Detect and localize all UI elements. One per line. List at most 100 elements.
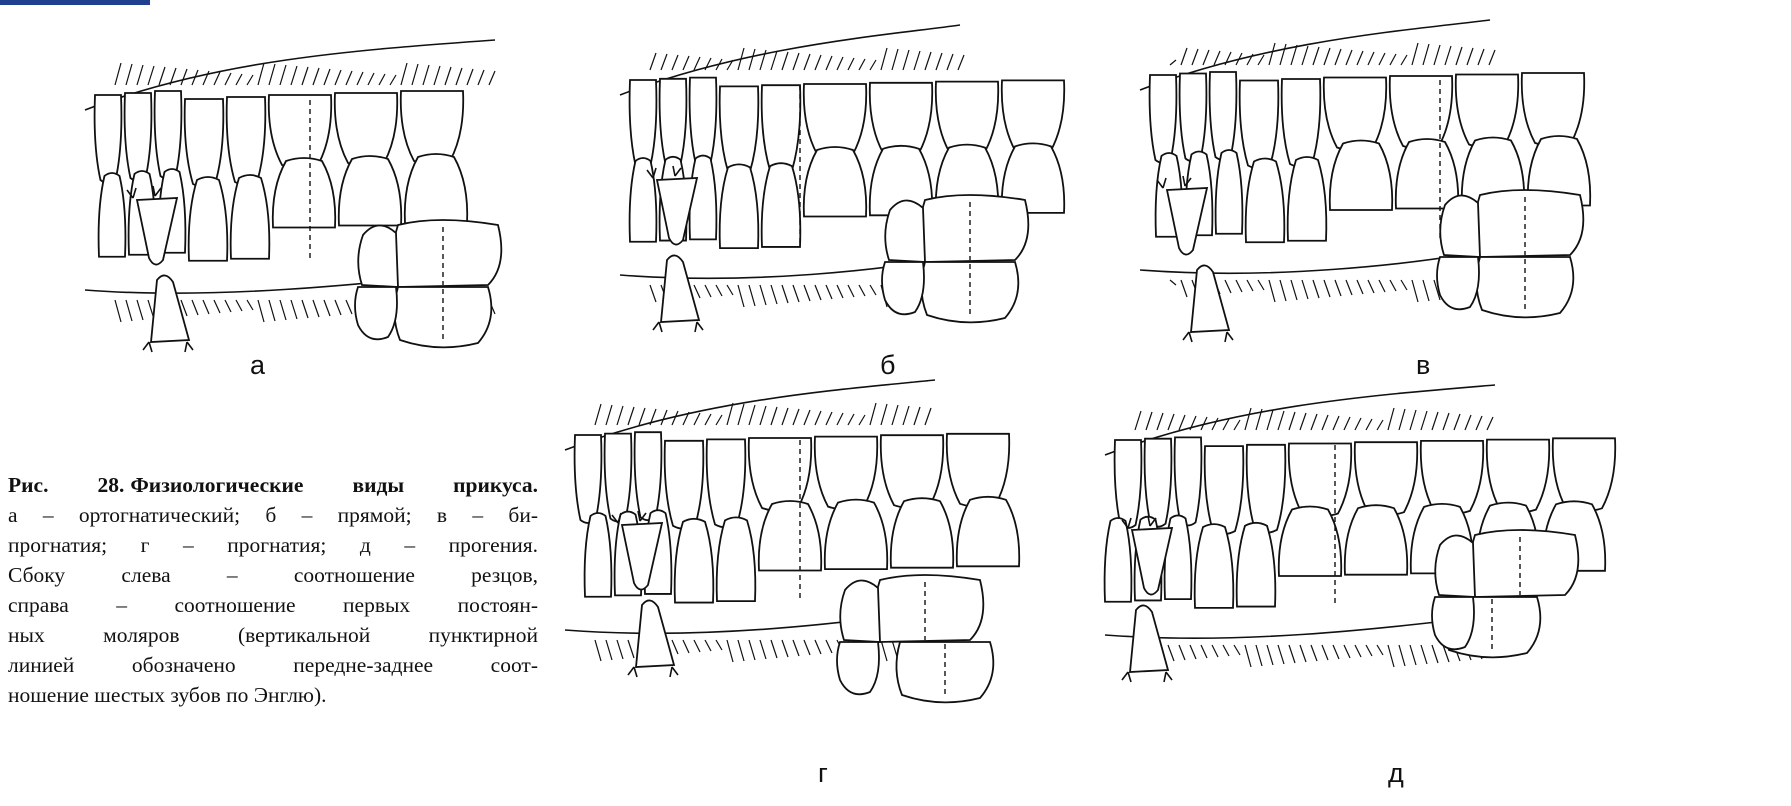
gum-stroke — [826, 412, 832, 425]
gum-stroke — [203, 300, 209, 314]
gum-stroke — [914, 51, 920, 70]
gum-stroke — [804, 54, 810, 70]
gum-stroke — [1434, 45, 1440, 65]
gum-stroke — [705, 58, 711, 70]
upper-tooth — [605, 434, 632, 522]
gum-stroke — [848, 285, 854, 297]
panel-letter: а — [250, 352, 265, 379]
gum-stroke — [269, 64, 275, 85]
gum-stroke — [324, 300, 330, 316]
gum-stroke — [925, 52, 931, 70]
upper-tooth — [815, 437, 877, 510]
panel-v: в — [1180, 0, 1791, 400]
gum-stroke — [236, 74, 242, 85]
gum-stroke — [628, 407, 634, 425]
gum-stroke — [683, 56, 689, 70]
gum-stroke — [1225, 52, 1231, 65]
gum-stroke — [595, 404, 601, 425]
upper-tooth — [1355, 442, 1417, 515]
gum-stroke — [1225, 280, 1231, 293]
root-hatch — [653, 322, 703, 332]
gum-stroke — [1423, 44, 1429, 65]
gum-stroke — [1181, 280, 1187, 297]
upper-tooth — [269, 95, 331, 168]
gum-stroke — [595, 640, 601, 661]
gum-stroke — [1157, 413, 1163, 430]
gum-stroke — [247, 300, 253, 310]
lower-premolar — [837, 642, 879, 694]
gum-stroke — [1412, 280, 1418, 302]
upper-first-molar — [1475, 190, 1583, 257]
upper-tooth — [1487, 440, 1549, 513]
lower-tooth — [1195, 524, 1234, 608]
upper-tooth — [1522, 73, 1584, 146]
gum-stroke — [1388, 408, 1394, 430]
gum-stroke — [302, 67, 308, 85]
upper-tooth — [1180, 74, 1207, 162]
gum-stroke — [346, 300, 352, 314]
upper-premolar — [840, 580, 880, 642]
gum-stroke — [1291, 280, 1297, 300]
lower-incisor-profile — [151, 275, 189, 342]
gum-stroke — [1267, 410, 1273, 430]
upper-tooth — [1553, 438, 1615, 511]
gum-stroke — [628, 640, 634, 658]
gum-stroke — [1300, 413, 1306, 430]
gum-stroke — [1410, 645, 1416, 665]
gum-stroke — [694, 57, 700, 70]
gum-stroke — [881, 48, 887, 70]
lower-tooth — [720, 164, 759, 248]
gum-stroke — [1324, 280, 1330, 297]
upper-tooth — [575, 435, 602, 523]
gum-stroke — [1357, 280, 1363, 294]
gum-stroke — [1234, 420, 1240, 430]
gum-stroke — [738, 285, 744, 307]
gum-stroke — [1278, 645, 1284, 664]
lower-tooth — [630, 158, 657, 242]
gum-stroke — [346, 71, 352, 85]
gum-stroke — [1192, 49, 1198, 65]
gum-stroke — [1280, 44, 1286, 65]
gum-stroke — [837, 285, 843, 298]
lower-tooth — [1246, 159, 1285, 243]
upper-tooth — [1150, 75, 1177, 163]
lower-tooth — [690, 156, 717, 240]
upper-tooth — [1115, 440, 1142, 528]
gum-stroke — [1201, 645, 1207, 658]
gum-stroke — [1390, 54, 1396, 65]
gum-stroke — [716, 640, 722, 650]
gum-stroke — [1379, 280, 1385, 292]
gum-stroke — [1267, 645, 1273, 665]
gum-stroke — [1236, 280, 1242, 292]
caption-title-line: Рис. 28.Физиологические виды прикуса. — [8, 470, 538, 500]
gum-stroke — [793, 285, 799, 302]
gum-stroke — [1179, 645, 1185, 660]
upper-tooth — [690, 78, 717, 166]
lower-incisor-profile — [1191, 265, 1229, 332]
panel-a: а — [0, 0, 590, 400]
lower-tooth — [339, 156, 401, 226]
caption-line: справа – соотношение первых постоян- — [8, 590, 538, 620]
gum-stroke — [694, 640, 700, 652]
gum-stroke — [1346, 50, 1352, 65]
gum-stroke — [1300, 645, 1306, 662]
gum-stroke — [617, 640, 623, 659]
gum-stroke — [390, 75, 396, 85]
gum-stroke — [401, 63, 407, 85]
gum-stroke — [126, 300, 132, 321]
gum-stroke — [225, 300, 231, 312]
lower-tooth — [825, 500, 887, 569]
gum-stroke — [804, 410, 810, 425]
upper-tooth — [635, 432, 662, 520]
gum-stroke — [892, 405, 898, 425]
gum-stroke — [1454, 414, 1460, 430]
gum-stroke — [1377, 420, 1383, 430]
gum-stroke — [1223, 645, 1229, 656]
gum-stroke — [269, 300, 275, 321]
upper-tooth — [665, 441, 704, 529]
upper-premolar — [1440, 195, 1480, 257]
upper-tooth — [401, 91, 463, 164]
upper-premolar — [358, 225, 398, 287]
gum-stroke — [1278, 411, 1284, 430]
upper-tooth — [1145, 439, 1172, 527]
